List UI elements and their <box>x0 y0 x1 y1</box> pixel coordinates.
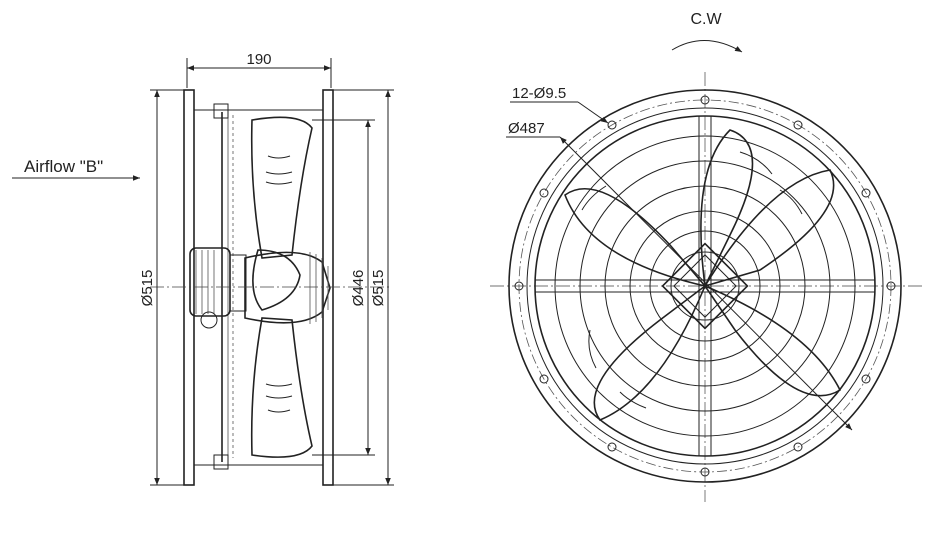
flange-inner-ring <box>526 107 884 465</box>
guard-ring <box>554 135 856 437</box>
side-view: Airflow "B" 190 <box>12 51 394 486</box>
rotor-hub <box>244 251 331 324</box>
frame-diameter-left-label: Ø515 <box>139 270 156 307</box>
motor-cable-gland <box>200 311 218 329</box>
rotation-label: C.W <box>690 11 722 28</box>
bolt-hole <box>886 281 896 291</box>
bolt-hole <box>793 442 803 452</box>
bolt-hole <box>793 120 803 130</box>
bolt-hole <box>607 120 617 130</box>
fan-blade-lower <box>250 317 313 458</box>
bolt-hole <box>861 188 871 198</box>
bolt-hole <box>700 467 710 477</box>
bolt-hole <box>700 95 710 105</box>
fan-blade-middle <box>252 249 301 311</box>
width-dimension-label: 190 <box>246 51 271 68</box>
pitch-diameter-leader <box>559 136 853 431</box>
bolt-pitch-circle <box>518 99 892 473</box>
bolt-hole <box>514 281 524 291</box>
bolt-hole <box>861 374 871 384</box>
housing-inlet-flange <box>183 89 195 486</box>
housing-outlet-flange <box>322 89 334 486</box>
fan-blade-upper <box>250 116 313 259</box>
bolt-hole <box>607 442 617 452</box>
flange-outer-ring <box>508 89 902 483</box>
pitch-diameter-label: Ø487 <box>508 120 545 137</box>
mount-lug-top <box>213 103 229 119</box>
bolt-hole <box>539 188 549 198</box>
fan-blade <box>593 283 707 421</box>
front-view: C.W 12-Ø9.5 Ø487 <box>490 11 922 502</box>
holes-label: 12-Ø9.5 <box>512 85 566 102</box>
blade-diameter-label: Ø446 <box>350 270 367 307</box>
rotation-arrow <box>671 40 743 53</box>
holes-leader <box>577 101 609 124</box>
airflow-label: Airflow "B" <box>24 157 103 176</box>
bolt-hole <box>539 374 549 384</box>
frame-diameter-right-label: Ø515 <box>370 270 387 307</box>
bolt-holes <box>514 95 896 477</box>
mount-lug-bottom <box>213 454 229 470</box>
